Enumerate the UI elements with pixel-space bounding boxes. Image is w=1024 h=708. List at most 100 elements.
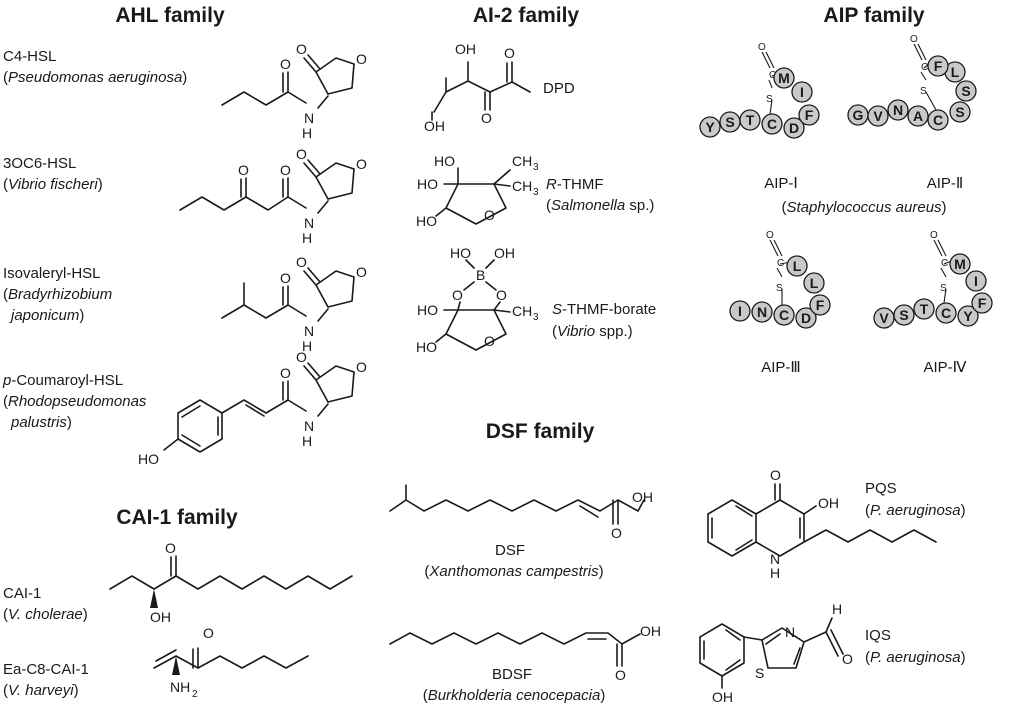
svg-text:NH: NH: [170, 679, 190, 695]
svg-text:HO: HO: [416, 213, 437, 229]
svg-text:H: H: [302, 230, 312, 246]
c-s-bond: [920, 71, 927, 81]
amino-acid-residue: [783, 117, 805, 139]
header-ai2-family: AI-2 family: [473, 4, 580, 27]
pqs-name: PQS: [865, 480, 897, 497]
bdsf-structure: O OH: [389, 623, 661, 683]
sthmf-borate-organism: (Vibrio spp.): [552, 323, 633, 340]
svg-text:H: H: [832, 601, 842, 617]
svg-text:O: O: [165, 540, 176, 556]
carbonyl-bond: [765, 51, 775, 69]
svg-text:H: H: [302, 125, 312, 141]
aip-4-name: AIP-Ⅳ: [923, 359, 966, 376]
residue-letter: S: [725, 114, 734, 130]
eac8-cai1-structure: O NH 2: [153, 625, 309, 700]
svg-text:CH: CH: [512, 178, 532, 194]
residue-letter: M: [954, 256, 966, 272]
c4-hsl-name: C4-HSL: [3, 48, 56, 65]
svg-text:O: O: [296, 146, 307, 162]
isovaleryl-hsl-structure: O N H O O: [221, 254, 367, 354]
svg-text:OH: OH: [632, 489, 653, 505]
oc6-hsl-organism: (Vibrio fischeri): [3, 176, 103, 193]
svg-text:HO: HO: [450, 245, 471, 261]
residue-letter: F: [805, 107, 814, 123]
sthmf-borate-name: S-THMF-borate: [552, 301, 656, 318]
svg-text:HO: HO: [416, 339, 437, 355]
isovaleryl-hsl-organism-1: (Bradyrhizobium: [3, 286, 112, 303]
residue-letter: N: [757, 304, 767, 320]
amino-acid-residue: [773, 304, 795, 326]
svg-text:OH: OH: [818, 495, 839, 511]
aip-3-name: AIP-Ⅲ: [761, 359, 801, 376]
residue-letter: T: [746, 112, 755, 128]
amino-acid-residue: [927, 109, 949, 131]
c-s-bond: [940, 267, 947, 278]
residue-letter: I: [738, 303, 742, 319]
svg-text:OH: OH: [455, 41, 476, 57]
svg-text:OH: OH: [494, 245, 515, 261]
dpd-structure: OH O O OH: [424, 41, 531, 134]
carbonyl-bond: [917, 43, 927, 61]
bdsf-name: BDSF: [492, 666, 532, 683]
svg-text:3: 3: [533, 162, 539, 173]
carbonyl-oxygen: O: [930, 230, 938, 241]
amino-acid-residue: [795, 307, 817, 329]
dsf-structure: O OH: [389, 484, 653, 541]
iqs-organism: (P. aeruginosa): [865, 649, 966, 666]
carbonyl-bond: [937, 239, 947, 257]
amino-acid-residue: [729, 300, 751, 322]
dsf-name: DSF: [495, 542, 525, 559]
svg-text:N: N: [304, 110, 314, 126]
residue-letter: G: [853, 107, 864, 123]
svg-text:O: O: [770, 467, 781, 483]
amino-acid-residue: [786, 255, 808, 277]
cai1-organism: (V. cholerae): [3, 606, 88, 623]
residue-letter: L: [810, 275, 819, 291]
svg-text:N: N: [770, 551, 780, 567]
residue-letter: I: [800, 84, 804, 100]
svg-text:O: O: [280, 270, 291, 286]
svg-text:O: O: [280, 56, 291, 72]
cai1-structure: O OH: [109, 540, 353, 625]
c4-hsl-structure: O N H O O: [221, 41, 367, 141]
svg-text:H: H: [302, 338, 312, 354]
amino-acid-residue: [887, 99, 909, 121]
amino-acid-residue: [949, 101, 971, 123]
residue-letter: V: [873, 108, 883, 124]
aip-2-name: AIP-Ⅱ: [927, 175, 964, 192]
isovaleryl-hsl-organism-2: japonicum): [9, 307, 84, 324]
svg-text:O: O: [296, 254, 307, 270]
svg-text:N: N: [304, 418, 314, 434]
amino-acid-residue: [803, 272, 825, 294]
svg-text:O: O: [296, 349, 307, 365]
svg-text:CH: CH: [512, 153, 532, 169]
eac8-cai1-organism: (V. harveyi): [3, 682, 79, 699]
svg-text:3: 3: [533, 312, 539, 323]
carbonyl-bond: [769, 239, 779, 257]
amino-acid-residue: [791, 81, 813, 103]
carbonyl-bond: [913, 43, 923, 61]
svg-text:H: H: [302, 433, 312, 449]
coumaroyl-hsl-structure: HO O N H O O: [138, 349, 367, 467]
svg-text:O: O: [504, 45, 515, 61]
svg-text:OH: OH: [640, 623, 661, 639]
rthmf-structure: O HO HO CH 3 CH 3 HO: [416, 153, 539, 229]
residue-letter: F: [978, 295, 987, 311]
svg-text:O: O: [484, 333, 495, 349]
residue-letter: A: [913, 108, 923, 124]
residue-letter: S: [961, 83, 970, 99]
carbonyl-bond: [933, 239, 943, 257]
residue-letter: C: [933, 112, 943, 128]
amino-acid-residue: [867, 105, 889, 127]
sulfur-atom: S: [920, 86, 927, 97]
pqs-organism: (P. aeruginosa): [865, 502, 966, 519]
amino-acid-residue: [809, 294, 831, 316]
svg-text:OH: OH: [712, 689, 733, 705]
rthmf-organism: (Salmonella sp.): [546, 197, 654, 214]
isovaleryl-hsl-name: Isovaleryl-HSL: [3, 265, 101, 282]
svg-text:HO: HO: [417, 176, 438, 192]
rthmf-name: R-THMF: [546, 176, 604, 193]
residue-letter: V: [879, 310, 889, 326]
